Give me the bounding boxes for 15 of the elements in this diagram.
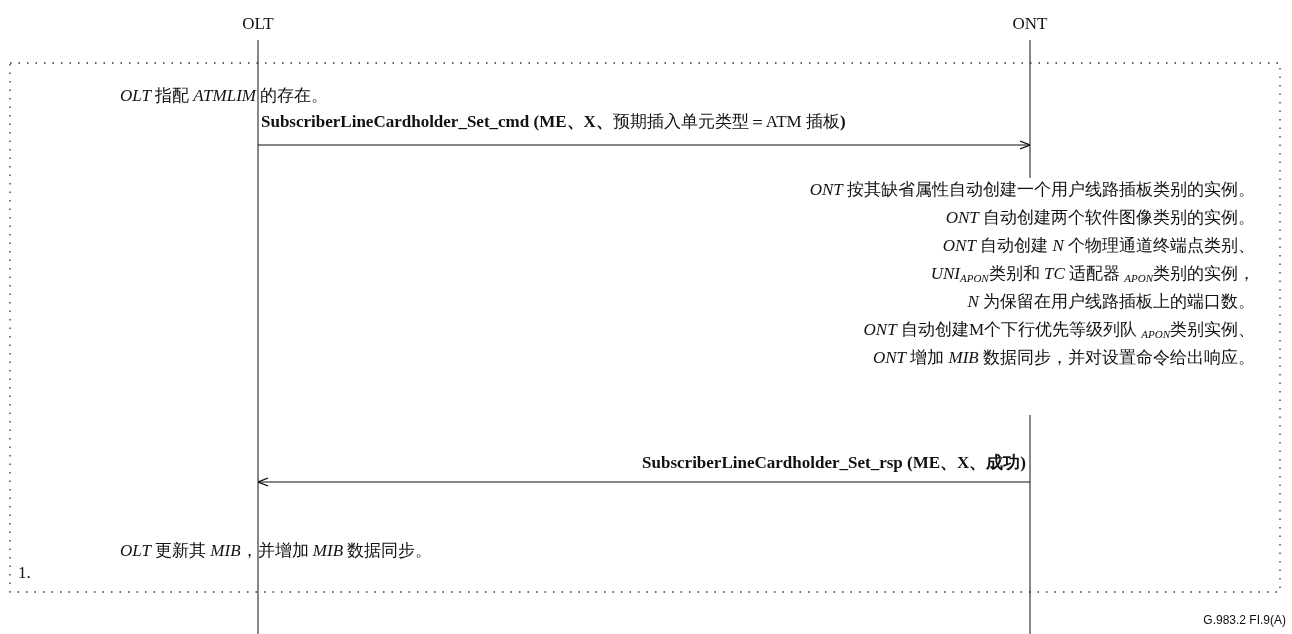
note-text: UNI$_{APON}$类别和 TC 适配器 $_{APON}$类别的实例， (930, 264, 1255, 286)
note-text: OLT 指配 ATMLIM 的存在。 (120, 86, 329, 106)
note-text: ONT 按其缺省属性自动创建一个用户线路插板类别的实例。 (809, 180, 1255, 200)
note-text: N 为保留在用户线路插板上的端口数。 (967, 292, 1255, 312)
message-label: SubscriberLineCardholder_Set_rsp (ME、X、成功) (642, 453, 1026, 473)
figure-id: G.983.2 FI.9(A) (1203, 612, 1286, 629)
note-text: ONT 自动创建M个下行优先等级列队 $_{APON}$类别实例、 (863, 320, 1255, 342)
message-arrow (257, 140, 1031, 150)
note-text: ONT 增加 MIB 数据同步，并对设置命令给出响应。 (872, 348, 1255, 368)
note-text: ONT 自动创建 N 个物理通道终端点类别、 (942, 236, 1255, 256)
step-number: 1. (18, 563, 31, 583)
note-text: ONT 自动创建两个软件图像类别的实例。 (945, 208, 1255, 228)
note-text: OLT 更新其 MIB，并增加 MIB 数据同步。 (120, 541, 433, 561)
message-arrow (257, 477, 1031, 487)
message-label: SubscriberLineCardholder_Set_cmd (ME、X、预期插入单元类型＝ATM 插板) (261, 112, 846, 132)
